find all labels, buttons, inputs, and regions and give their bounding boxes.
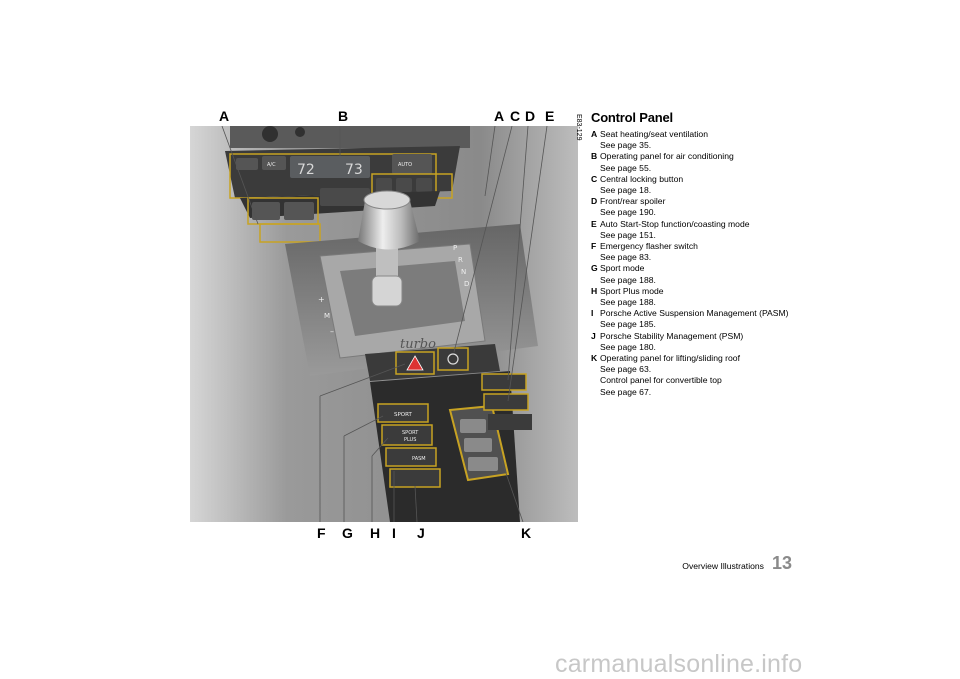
gear-n: N — [461, 268, 466, 276]
gear-plus: + — [318, 295, 325, 304]
page-reference: See page 188. — [600, 297, 656, 308]
callout-a-right: A — [494, 108, 505, 124]
legend-item: I Porsche Active Suspension Management (P… — [591, 308, 791, 330]
legend-text: Auto Start-Stop function/coasting mode — [600, 218, 750, 229]
legend-letter: E — [591, 218, 597, 229]
center-console-drawing: 72 73 A/C AUTO turbo P R N D + M – — [190, 126, 578, 522]
sport-plus-label-2: PLUS — [404, 437, 416, 443]
page-reference: See page 180. — [600, 341, 656, 352]
watermark: carmanualsonline.info — [555, 650, 803, 678]
gear-p: P — [453, 244, 457, 252]
footer-label: Overview Illustrations — [682, 561, 764, 571]
page-reference: See page 67. — [600, 386, 652, 397]
gear-d: D — [464, 280, 469, 288]
legend-letter: C — [591, 173, 598, 184]
center-console-illustration: 72 73 A/C AUTO turbo P R N D + M – — [190, 126, 578, 522]
legend-text: Front/rear spoiler — [600, 196, 666, 207]
page-reference: See page 188. — [600, 274, 656, 285]
callout-j: J — [417, 525, 425, 541]
callout-c: C — [510, 108, 521, 124]
legend-letter: H — [591, 285, 598, 296]
legend-text: Operating panel for lifting/sliding roof — [600, 353, 740, 364]
callout-b: B — [338, 108, 349, 124]
legend-letter: G — [591, 263, 598, 274]
page-reference: See page 63. — [600, 364, 652, 375]
legend-letter: B — [591, 151, 598, 162]
page-footer: Overview Illustrations 13 — [672, 553, 792, 574]
legend-letter: J — [591, 330, 596, 341]
callout-i: I — [392, 525, 396, 541]
page-number: 13 — [771, 553, 792, 573]
callout-g: G — [342, 525, 353, 541]
legend-text: Sport Plus mode — [600, 285, 664, 296]
legend-text: Operating panel for air conditioning — [600, 151, 734, 162]
image-code: E83-129 — [575, 114, 582, 141]
legend-text: Central locking button — [600, 173, 684, 184]
callout-k: K — [521, 525, 532, 541]
page-reference: See page 55. — [600, 162, 652, 173]
callout-a-top: A — [219, 108, 230, 124]
legend-text: Seat heating/seat ventilation — [600, 129, 708, 139]
page-reference: Control panel for convertible top — [600, 375, 722, 386]
pasm-button-label: PASM — [412, 456, 426, 462]
temp-right-readout: 73 — [345, 162, 363, 178]
gear-m: M — [324, 312, 330, 320]
page-reference: See page 18. — [600, 185, 652, 196]
temp-left-readout: 72 — [297, 162, 315, 178]
legend-item: J Porsche Stability Management (PSM)See p… — [591, 331, 791, 353]
legend-letter: A — [591, 129, 598, 139]
legend-letter: F — [591, 241, 597, 252]
sport-plus-label-1: SPORT — [402, 430, 419, 436]
callout-d: D — [525, 108, 536, 124]
gear-minus: – — [330, 327, 334, 336]
turbo-script: turbo — [400, 337, 436, 352]
legend-text: Porsche Stability Management (PSM) — [600, 330, 744, 341]
gear-r: R — [458, 256, 463, 264]
callout-h: H — [370, 525, 381, 541]
sport-button-label: SPORT — [394, 412, 413, 418]
page-reference: See page 151. — [600, 229, 656, 240]
page-reference: See page 190. — [600, 207, 656, 218]
page-reference: See page 35. — [600, 140, 652, 151]
ac-label: A/C — [267, 162, 276, 168]
callout-f: F — [317, 525, 326, 541]
legend-text: Emergency flasher switch — [600, 241, 698, 252]
legend-letter: I — [591, 308, 594, 319]
legend-letter: D — [591, 196, 598, 207]
legend-body: Porsche Stability Management (PSM)See pa… — [600, 331, 791, 353]
legend-letter: K — [591, 353, 598, 364]
page-reference: See page 83. — [600, 252, 652, 263]
legend-body: Operating panel for lifting/sliding roof… — [600, 353, 791, 398]
legend-text: Sport mode — [600, 263, 645, 274]
page-reference: See page 185. — [600, 319, 656, 330]
section-title: Control Panel — [591, 110, 673, 125]
callout-e: E — [545, 108, 555, 124]
legend-text: Porsche Active Suspension Management (PA… — [600, 308, 789, 319]
legend-body: Porsche Active Suspension Management (PA… — [600, 308, 791, 330]
auto-label: AUTO — [398, 162, 412, 168]
